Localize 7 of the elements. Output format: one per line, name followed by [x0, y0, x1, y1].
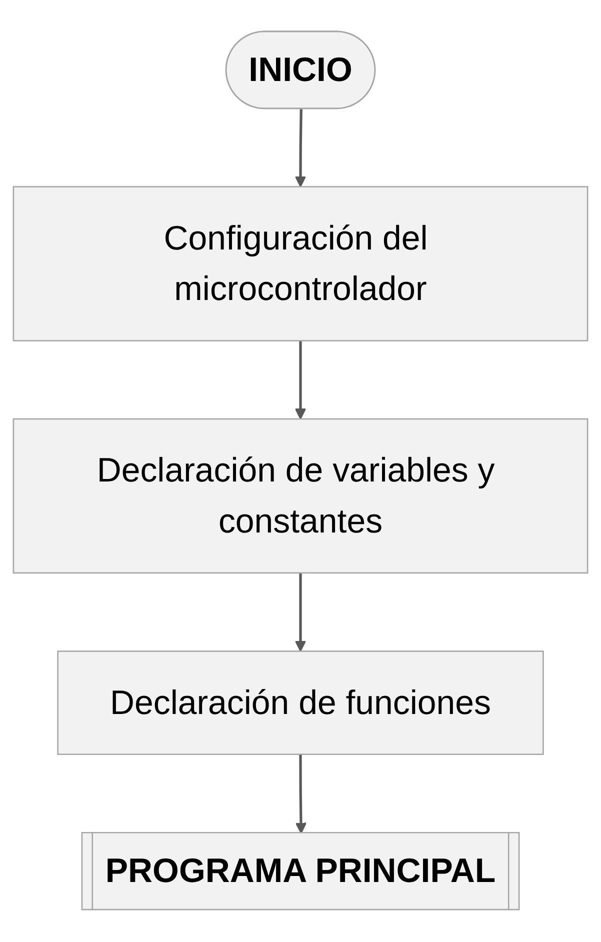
arrow: [294, 573, 306, 652]
node-box: Configuración del microcontrolador: [12, 186, 588, 342]
arrow: [294, 341, 306, 420]
arrow: [295, 754, 307, 834]
node-box: Declaración de funciones: [57, 651, 544, 756]
node-box: Declaración de variables y constantes: [12, 418, 588, 574]
arrow: [294, 110, 306, 188]
